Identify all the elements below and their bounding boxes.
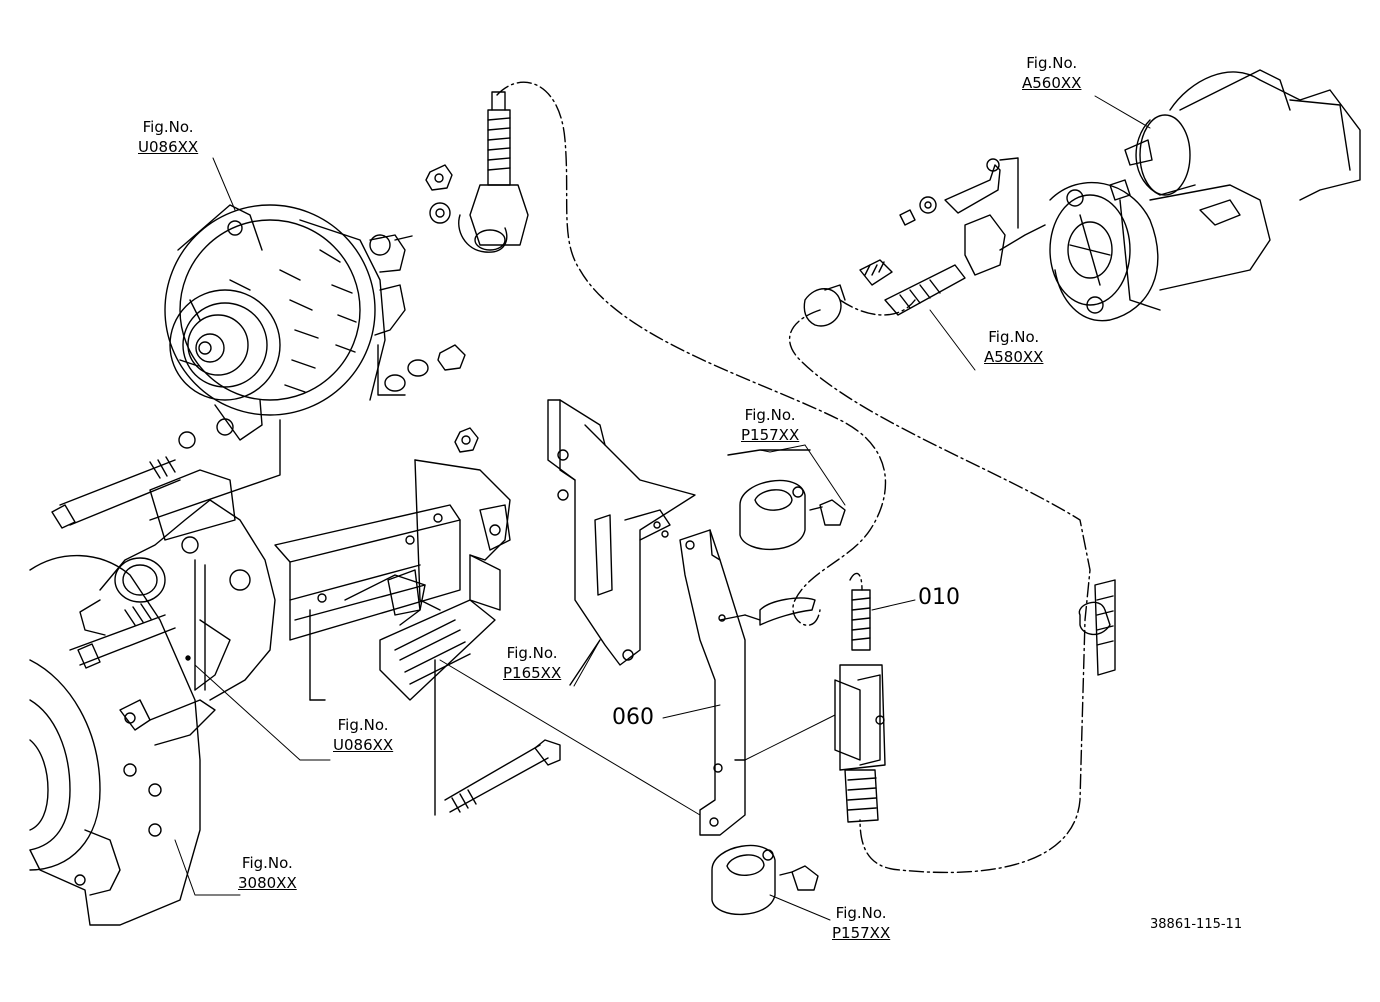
- callout-solenoid-num: A580XX: [984, 348, 1044, 366]
- callout-clamp-upper[interactable]: Fig.No. P157XX: [741, 405, 799, 445]
- long-bolt: [444, 739, 561, 813]
- callout-clamp-lower-num: P157XX: [832, 924, 891, 942]
- inline-connector-010: [719, 589, 886, 823]
- cable-clamp-right: [1078, 579, 1116, 676]
- alternator: [164, 204, 413, 441]
- callout-gearcase-num: 3080XX: [238, 874, 297, 892]
- callout-starter[interactable]: Fig.No. A560XX: [1022, 53, 1081, 93]
- part-number-060[interactable]: 060: [612, 705, 654, 730]
- part-number-010[interactable]: 010: [918, 585, 960, 610]
- callout-plate[interactable]: Fig.No. P165XX: [503, 643, 561, 683]
- solenoid-terminals: [803, 157, 1046, 327]
- wire-clamp-lower: [711, 844, 819, 916]
- callout-clamp-lower-fig: Fig.No.: [835, 904, 887, 922]
- starter-motor: [1049, 69, 1361, 322]
- callout-bracket-num: U086XX: [333, 736, 394, 754]
- callout-clamp-upper-fig: Fig.No.: [744, 406, 796, 424]
- callout-solenoid[interactable]: Fig.No. A580XX: [984, 327, 1043, 367]
- leader-lines: [174, 95, 1151, 921]
- callout-gearcase[interactable]: Fig.No. 3080XX: [238, 853, 297, 893]
- callout-plate-fig: Fig.No.: [506, 644, 558, 662]
- callout-gearcase-fig: Fig.No.: [241, 854, 293, 872]
- callout-clamp-upper-num: P157XX: [741, 426, 800, 444]
- callout-alternator[interactable]: Fig.No. U086XX: [138, 117, 198, 157]
- callout-starter-num: A560XX: [1022, 74, 1082, 92]
- callout-plate-num: P165XX: [503, 664, 562, 682]
- terminal-connector: [425, 91, 529, 253]
- callout-bracket[interactable]: Fig.No. U086XX: [333, 715, 393, 755]
- callout-alternator-num: U086XX: [138, 138, 199, 156]
- wire-clamp-upper: [727, 449, 846, 551]
- support-bracket: [274, 427, 511, 816]
- alternator-fasteners: [51, 344, 466, 529]
- callout-alternator-fig: Fig.No.: [142, 118, 194, 136]
- callout-starter-fig: Fig.No.: [1026, 54, 1078, 72]
- diagram-code: 38861-115-11: [1150, 917, 1243, 932]
- callout-clamp-lower[interactable]: Fig.No. P157XX: [832, 903, 890, 943]
- gearcase-housing: [29, 469, 276, 926]
- callout-solenoid-fig: Fig.No.: [988, 328, 1040, 346]
- callout-bracket-fig: Fig.No.: [337, 716, 389, 734]
- bracket-060: [679, 529, 746, 836]
- mounting-plate: [547, 399, 696, 686]
- wire-harness: [496, 81, 1091, 874]
